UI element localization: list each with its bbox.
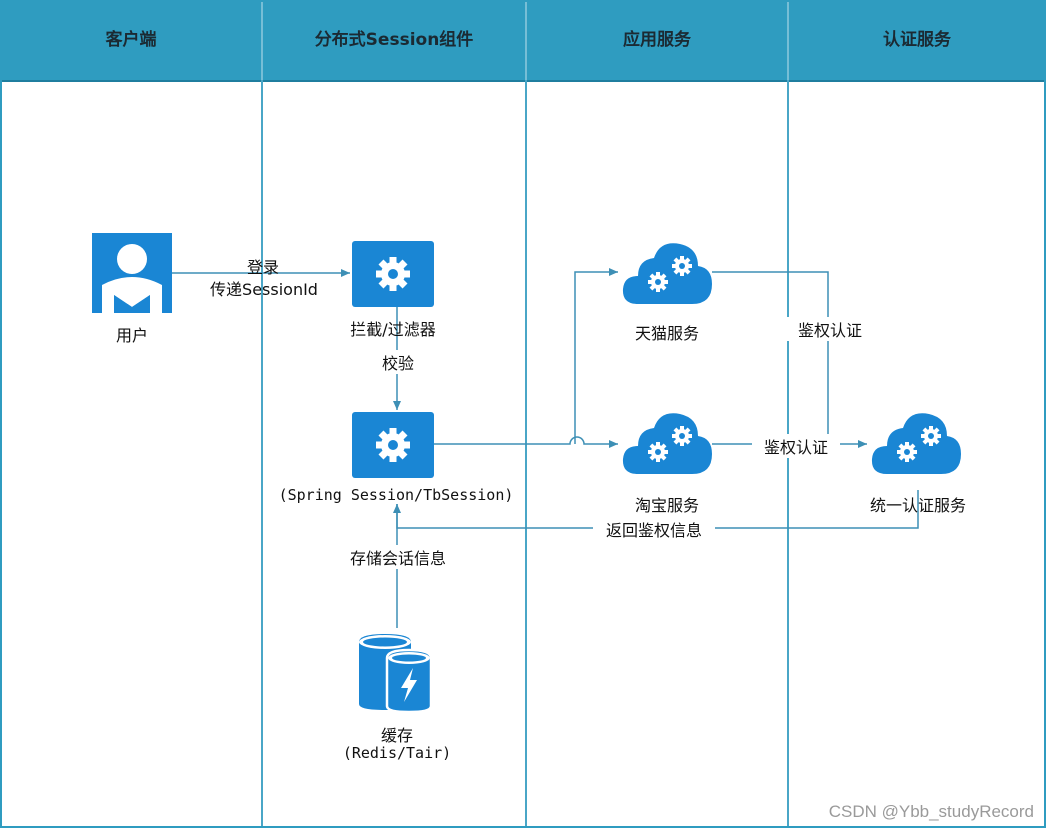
edge-tmall-auth xyxy=(712,271,829,444)
lane-title-client: 客户端 xyxy=(105,30,157,50)
header-divider xyxy=(525,0,527,80)
edge-session-taobao xyxy=(434,436,618,448)
edge-label-login: 登录 xyxy=(246,258,279,277)
tmall-label: 天猫服务 xyxy=(634,324,699,343)
source-credit: CSDN @Ybb_studyRecord xyxy=(828,802,1034,821)
cache-sub-label: (Redis/Tair) xyxy=(342,744,452,762)
edge-label-store: 存储会话信息 xyxy=(336,545,460,569)
lane-title-app: 应用服务 xyxy=(623,30,691,50)
session-label: (Spring Session/TbSession) xyxy=(278,486,514,504)
taobao-label: 淘宝服务 xyxy=(634,496,699,515)
auth-label: 统一认证服务 xyxy=(869,496,966,515)
edge-label-auth-tmall: 鉴权认证 xyxy=(786,317,874,341)
lane-title-auth: 认证服务 xyxy=(883,30,951,50)
tmall-cloud-icon xyxy=(620,234,714,310)
session-gear-icon xyxy=(352,412,434,478)
lane-header-bar xyxy=(0,0,1046,82)
user-icon xyxy=(92,233,172,313)
edge-session-tmall xyxy=(574,268,618,444)
filter-label: 拦截/过滤器 xyxy=(350,320,436,339)
user-label: 用户 xyxy=(115,326,148,345)
header-divider xyxy=(261,0,263,80)
header-divider xyxy=(787,0,789,80)
taobao-cloud-icon xyxy=(620,404,714,480)
cache-database-icon xyxy=(357,632,433,714)
lane-title-session: 分布式Session组件 xyxy=(314,30,474,50)
cache-label: 缓存 xyxy=(380,726,413,745)
edge-label-auth-taobao: 鉴权认证 xyxy=(752,434,840,458)
filter-gear-icon xyxy=(352,241,434,307)
auth-cloud-icon xyxy=(868,404,964,480)
edge-label-return-auth: 返回鉴权信息 xyxy=(593,517,715,541)
lane-divider xyxy=(525,80,527,828)
lane-divider xyxy=(261,80,263,828)
edge-label-verify: 校验 xyxy=(358,350,438,374)
edge-label-pass-session: 传递SessionId xyxy=(210,280,318,299)
